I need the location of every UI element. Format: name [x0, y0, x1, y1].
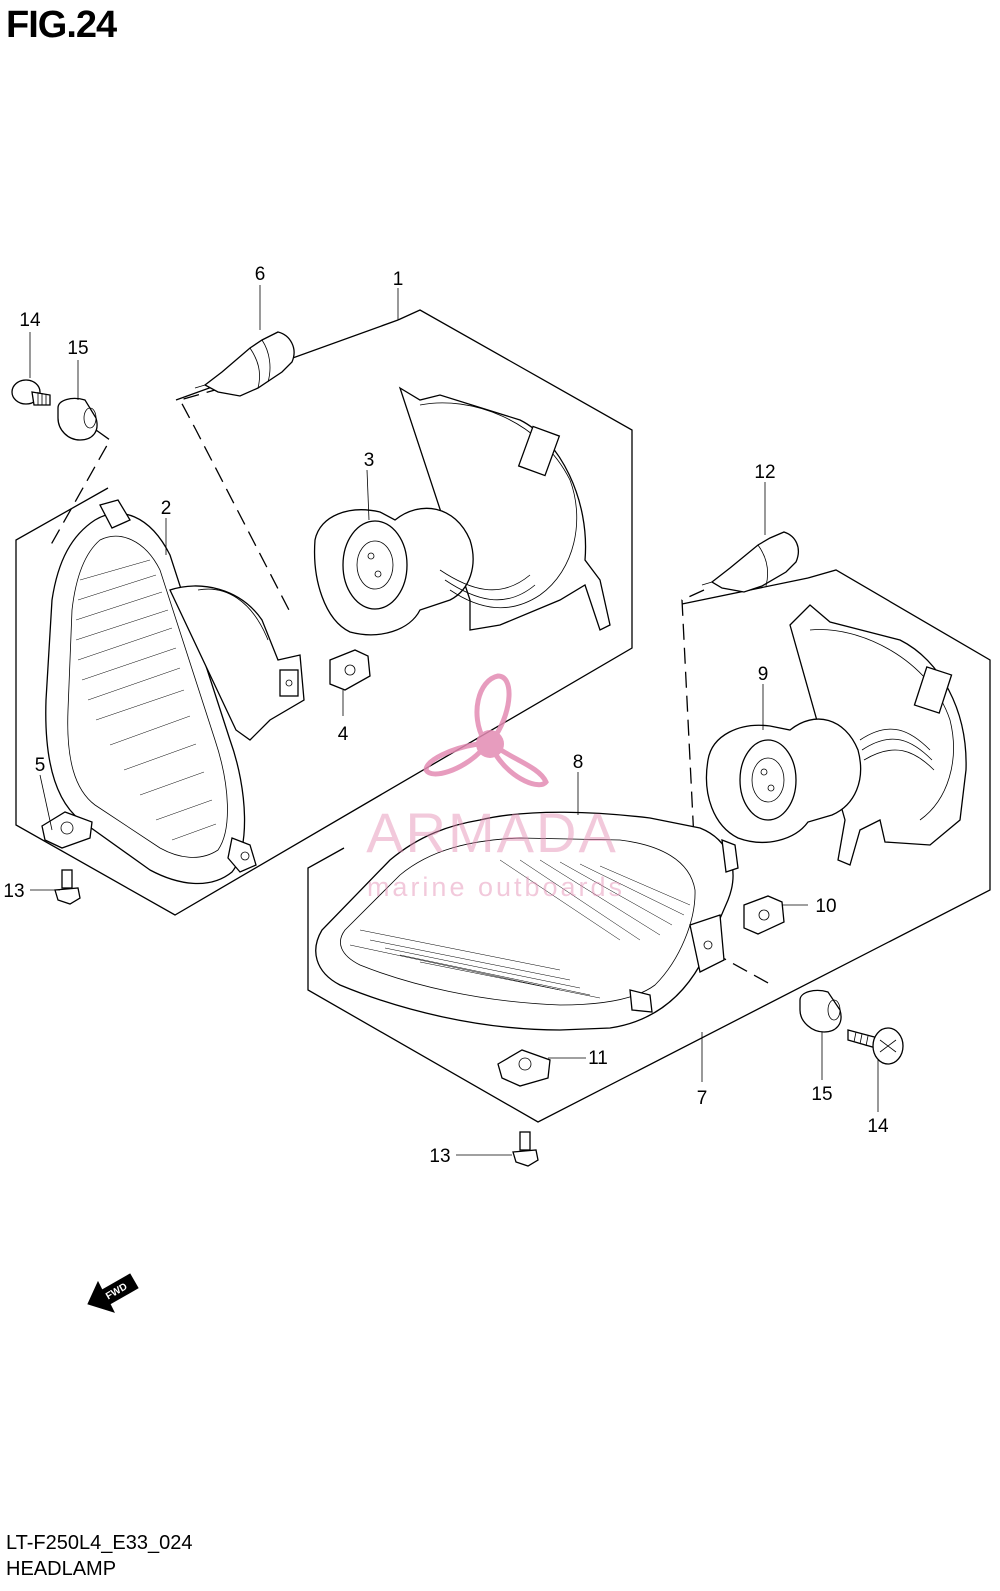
lens-hatching-left: [75, 559, 217, 841]
screw-14-left: [11, 379, 51, 406]
callout-4: 4: [338, 724, 349, 745]
headlamp-lens-right: [315, 811, 739, 1031]
propeller-icon: [423, 673, 549, 788]
clip-nut-5: [41, 811, 93, 849]
watermark: ARMADA marine outboards: [366, 673, 625, 902]
clip-nut-4: [329, 649, 371, 691]
fwd-arrow-icon: FWD: [87, 1273, 139, 1313]
callout-15-right: 15: [811, 1084, 832, 1105]
callout-10: 10: [815, 896, 836, 917]
callout-11: 11: [588, 1048, 608, 1069]
grommet-15-left: [57, 397, 98, 441]
bulb-socket-right: [705, 604, 967, 866]
clip-nut-11: [497, 1049, 551, 1087]
bulb-6: [194, 331, 295, 397]
lens-hatching-right: [349, 859, 691, 999]
part-name: HEADLAMP: [6, 1558, 117, 1580]
dashed-guide-lines-1: [47, 387, 291, 613]
figure-title: FIG.24: [6, 4, 117, 46]
screw-13-right: [512, 1131, 539, 1167]
callout-12: 12: [754, 462, 775, 483]
leader-lines: [29, 285, 879, 1156]
bulb-12: [701, 531, 799, 593]
screw-14-right: [847, 1027, 904, 1065]
callout-1: 1: [393, 269, 404, 290]
grommet-15-right: [799, 989, 842, 1033]
callout-6: 6: [255, 264, 266, 285]
callout-7: 7: [697, 1088, 708, 1109]
callout-9: 9: [758, 664, 769, 685]
callout-labels: 1 2 3 4 5 6 7 8 9 10 11 12 13 13 14 14 1…: [3, 264, 889, 1167]
callout-14-right: 14: [867, 1116, 889, 1137]
bulb-socket-left: [313, 386, 611, 636]
part-code: LT-F250L4_E33_024: [6, 1532, 193, 1554]
watermark-tagline: marine outboards: [367, 872, 625, 902]
callout-2: 2: [161, 498, 172, 519]
callout-13-right: 13: [429, 1146, 450, 1167]
screw-13-left: [54, 869, 81, 905]
callout-14-left: 14: [19, 310, 41, 331]
callout-13-left: 13: [3, 881, 24, 902]
callout-15-left: 15: [67, 338, 88, 359]
watermark-brand: ARMADA: [366, 801, 618, 864]
callout-5: 5: [35, 755, 46, 776]
callout-3: 3: [364, 450, 375, 471]
headlamp-housing-left: [45, 499, 305, 885]
callout-8: 8: [573, 752, 584, 773]
clip-nut-10: [743, 895, 785, 935]
